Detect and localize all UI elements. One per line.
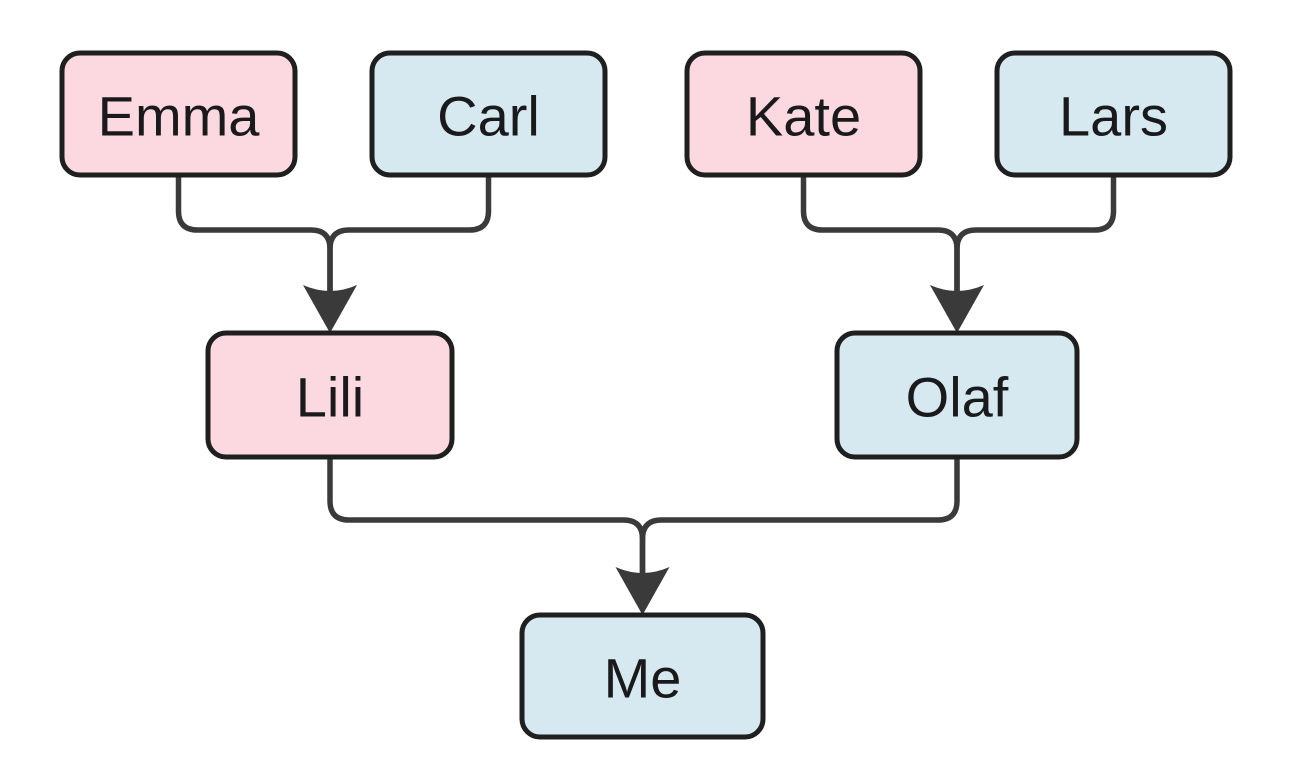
node-carl-label: Carl — [437, 85, 540, 148]
node-kate-box — [684, 50, 923, 178]
arrow-down-into-me-icon — [615, 567, 670, 615]
edge-kate-olaf — [800, 177, 960, 294]
node-lili-label: Lili — [296, 366, 364, 429]
node-olaf: Olaf — [834, 330, 1080, 460]
node-carl-box — [369, 50, 608, 178]
node-me-box — [519, 612, 766, 740]
node-emma-box — [59, 50, 298, 178]
edge-lars-olaf — [954, 177, 1117, 294]
node-emma-label: Emma — [98, 85, 261, 148]
node-lili-box — [205, 330, 455, 460]
node-olaf-label: Olaf — [906, 366, 1009, 429]
node-lars-box — [994, 50, 1233, 178]
node-lili: Lili — [205, 330, 455, 460]
edge-group — [175, 177, 1117, 615]
arrow-down-into-olaf-icon — [930, 285, 984, 333]
edge-emma-lili — [175, 177, 333, 294]
edge-olaf-me — [639, 459, 960, 576]
node-me-label: Me — [604, 647, 682, 710]
arrow-down-into-lili-icon — [303, 285, 357, 333]
edge-lili-me — [327, 459, 646, 576]
node-kate-label: Kate — [746, 85, 861, 148]
node-carl: Carl — [369, 50, 608, 178]
node-olaf-box — [834, 330, 1080, 460]
node-lars: Lars — [994, 50, 1233, 178]
node-kate: Kate — [684, 50, 923, 178]
node-me: Me — [519, 612, 766, 740]
node-lars-label: Lars — [1059, 85, 1168, 148]
edge-carl-lili — [327, 177, 492, 294]
node-group: Emma Carl Kate Lars Lili Olaf Me — [59, 50, 1233, 740]
node-emma: Emma — [59, 50, 298, 178]
